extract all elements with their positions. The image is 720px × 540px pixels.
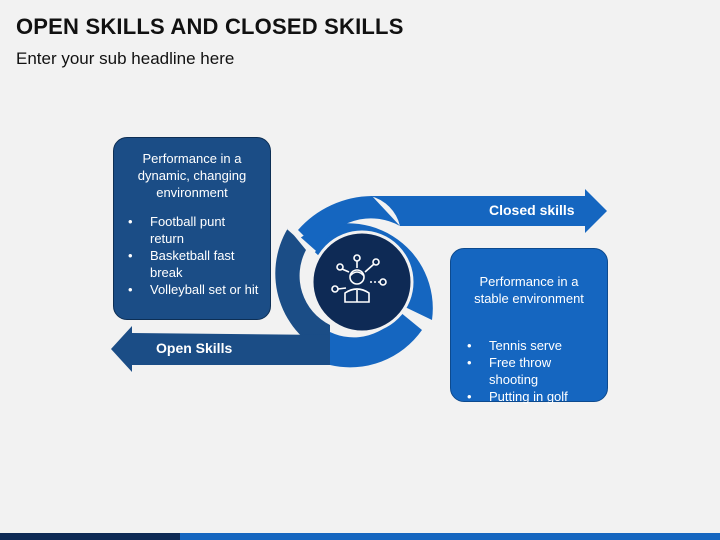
ring-segment-left	[275, 228, 330, 355]
ring-top-connector	[298, 196, 400, 250]
open-skills-description: Performance in a dynamic, changing envir…	[137, 151, 247, 200]
ring-segment-bottom	[330, 312, 422, 368]
list-item: Free throw shooting	[467, 354, 597, 388]
person-network-icon	[331, 254, 387, 303]
closed-skills-description: Performance in a stable environment	[474, 274, 584, 306]
open-skills-arrow	[111, 326, 330, 372]
list-item: Tennis serve	[467, 337, 597, 354]
open-skills-box: Performance in a dynamic, changing envir…	[113, 137, 271, 320]
list-item: Volleyball set or hit	[128, 281, 262, 298]
list-item: Basketball fast break	[128, 247, 262, 281]
page-title: OPEN SKILLS AND CLOSED SKILLS	[16, 14, 404, 39]
closed-skills-examples: Tennis serve Free throw shooting Putting…	[461, 337, 597, 405]
bottom-accent-bar-dark	[0, 533, 180, 540]
open-skills-examples: Football punt return Basketball fast bre…	[122, 213, 262, 298]
closed-skills-box: Performance in a stable environment Tenn…	[450, 248, 608, 405]
bottom-accent-bar	[0, 533, 720, 540]
page-subtitle: Enter your sub headline here	[16, 49, 235, 68]
list-item: Football punt return	[128, 213, 262, 247]
closed-skills-arrow	[370, 189, 607, 233]
list-item: Putting in golf	[467, 388, 597, 405]
open-skills-label: Open Skills	[156, 340, 233, 356]
closed-skills-label: Closed skills	[489, 202, 575, 218]
